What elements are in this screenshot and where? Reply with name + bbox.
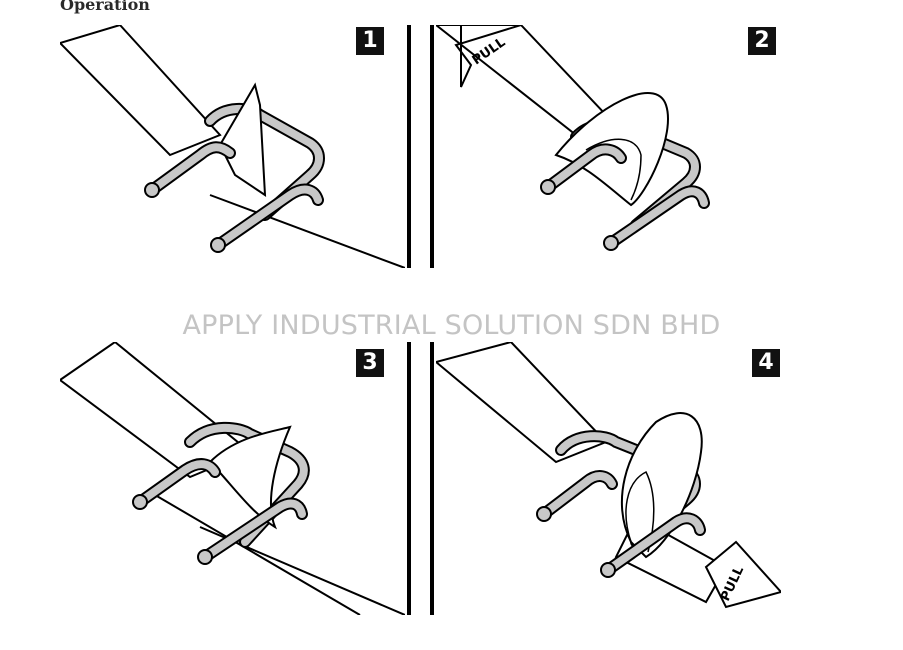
buckle-front	[146, 141, 324, 251]
pull-arrow	[704, 540, 781, 609]
divider-bottom-left	[407, 342, 411, 615]
step-3-illustration	[60, 342, 405, 615]
strap	[60, 25, 222, 157]
step-4-panel: PULL 4	[436, 342, 781, 615]
divider-top-left	[407, 25, 411, 268]
buckle-back-loop	[204, 103, 325, 221]
step-3-panel: 3	[60, 342, 405, 615]
step-2-panel: PULL 2	[436, 25, 781, 268]
strap-tail	[218, 82, 267, 197]
step-4-illustration: PULL	[436, 342, 781, 609]
pull-arrow	[454, 25, 522, 88]
divider-top-right	[430, 25, 434, 268]
step-2-illustration: PULL	[436, 25, 710, 251]
step-1-illustration	[60, 25, 405, 268]
divider-bottom-right	[430, 342, 434, 615]
step-2-number: 2	[748, 27, 776, 55]
step-3-number: 3	[356, 349, 384, 377]
step-1-number: 1	[356, 27, 384, 55]
step-4-number: 4	[752, 349, 780, 377]
page-title: Operation	[60, 0, 150, 14]
strap-tail	[208, 425, 292, 530]
step-1-panel: 1	[60, 25, 405, 268]
watermark: APPLY INDUSTRIAL SOLUTION SDN BHD	[182, 310, 721, 341]
strap-lower	[209, 194, 405, 268]
strap-lower-edge	[149, 491, 361, 615]
